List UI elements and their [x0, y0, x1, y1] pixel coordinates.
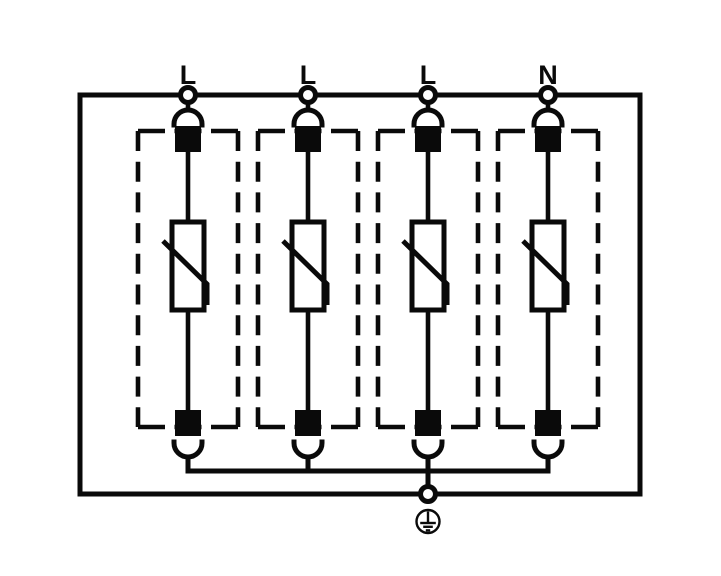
plug-contact-arc-bottom — [291, 439, 325, 460]
terminal-label: L — [300, 60, 317, 90]
spd-branch — [401, 101, 450, 460]
plug-contact-arc-top — [411, 107, 445, 128]
terminal-label: L — [420, 60, 437, 90]
varistor-diagonal — [521, 239, 570, 305]
terminal-connector — [538, 85, 558, 105]
terminal-label: L — [180, 60, 197, 90]
plug-contact-arc-bottom — [411, 439, 445, 460]
earth-bus-line — [185, 456, 551, 474]
terminal-label: N — [538, 60, 558, 90]
terminal-connector — [298, 85, 318, 105]
protective-earth-icon — [415, 508, 441, 535]
plug-contact-arc-bottom — [171, 439, 205, 460]
terminal-connector — [178, 85, 198, 105]
enclosure-outline — [77, 92, 643, 497]
varistor-diagonal — [161, 239, 210, 305]
terminal-connector — [418, 85, 438, 105]
contact-block-bottom — [415, 410, 441, 436]
contact-block-top — [535, 126, 561, 152]
plug-contact-arc-top — [291, 107, 325, 128]
varistor-diagonal — [401, 239, 450, 305]
earth-terminal-connector — [418, 484, 438, 504]
plug-contact-arc-top — [171, 107, 205, 128]
spd-branch — [161, 101, 210, 460]
contact-block-bottom — [295, 410, 321, 436]
contact-block-bottom — [175, 410, 201, 436]
plug-contact-arc-bottom — [531, 439, 565, 460]
spd-branch — [281, 101, 330, 460]
plug-contact-arc-top — [531, 107, 565, 128]
varistor-diagonal — [281, 239, 330, 305]
spd-branch — [521, 101, 570, 460]
contact-block-top — [295, 126, 321, 152]
contact-block-bottom — [535, 410, 561, 436]
contact-block-top — [415, 126, 441, 152]
contact-block-top — [175, 126, 201, 152]
